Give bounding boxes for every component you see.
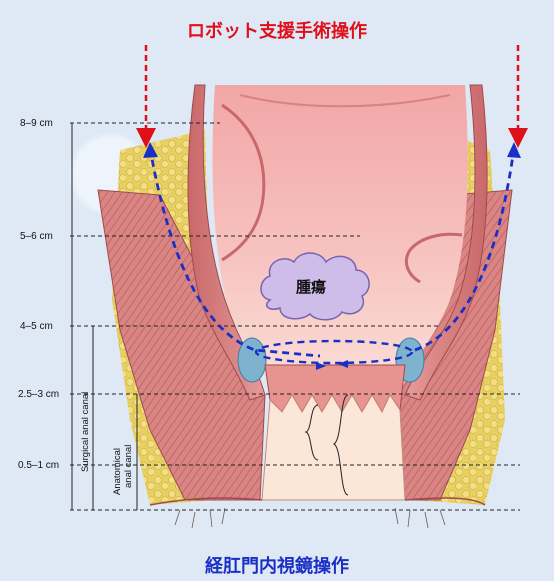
transanal-endoscopy-title: 経肛門内視鏡操作 (0, 552, 554, 578)
measure-label-2-5-3: 2.5–3 cm (18, 389, 59, 400)
anatomical-canal-label-1: Anatomical (112, 448, 123, 495)
measure-label-0-5-1: 0.5–1 cm (18, 460, 59, 471)
endoscope-arrowhead-right (507, 142, 521, 158)
surgical-canal-label: Surgical anal canal (80, 392, 91, 472)
anatomical-canal-label-2: anal canal (123, 445, 134, 488)
tumor-label: 腫瘍 (296, 278, 326, 296)
measure-label-4-5: 4–5 cm (20, 321, 53, 332)
measure-label-5-6: 5–6 cm (20, 231, 53, 242)
measure-label-8-9: 8–9 cm (20, 118, 53, 129)
perianal-hair (175, 508, 445, 528)
anal-canal (262, 395, 405, 500)
